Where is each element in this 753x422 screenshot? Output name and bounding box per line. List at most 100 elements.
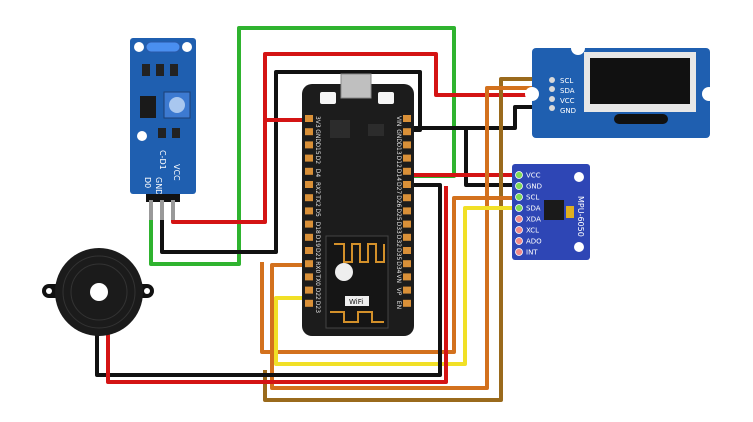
wifi-logo-box: [345, 296, 369, 306]
esp32-pin: [305, 141, 313, 149]
sensor-pin: [149, 200, 153, 220]
esp32-pin: [403, 128, 411, 136]
comparator-chip: [140, 96, 156, 118]
esp32-pin: [305, 154, 313, 162]
mpu-model-label: MPU-6050: [576, 196, 585, 237]
esp32-pin-label: D33: [395, 222, 402, 234]
sensor-pin-label-vcc: VCC: [172, 164, 181, 181]
esp32-pin: [403, 233, 411, 241]
sensor-pin: [171, 200, 175, 220]
esp32-pin-label: D12: [395, 156, 402, 168]
esp32-pin: [305, 181, 313, 188]
buzzer-mount-hole: [46, 288, 52, 294]
esp32-pin: [403, 260, 411, 268]
esp32-pin-label: 3V3: [314, 116, 321, 128]
esp32-pin-label: TX2: [314, 194, 321, 207]
esp32-pin: [305, 247, 313, 254]
wire-black-oled-gnd: [410, 105, 552, 130]
wires: [95, 26, 552, 402]
esp32-pin-label: D4: [314, 169, 321, 178]
mpu-crystal: [566, 206, 574, 218]
mpu-pin-pad: [515, 248, 523, 256]
esp32-pin-label: D21: [314, 248, 321, 260]
mpu-pin-label: SDA: [526, 205, 541, 213]
esp32-pin-label: RX0: [314, 261, 321, 273]
sensor-pin: [160, 200, 164, 220]
esp32-pin-label: GND: [314, 129, 321, 143]
mpu-pin-label: ADO: [526, 238, 542, 246]
esp32-pin: [305, 260, 313, 268]
esp32-pin: [403, 167, 411, 175]
esp32-pin: [403, 154, 411, 162]
wire-red-buzzer: [106, 186, 448, 384]
mpu-pin-label: INT: [526, 249, 538, 257]
sensor-hole-right: [182, 42, 192, 52]
mpu-hole: [574, 242, 584, 252]
oled-hole: [525, 87, 539, 101]
potentiometer-knob: [169, 97, 185, 113]
esp32-pin-label: D23: [314, 301, 321, 313]
mpu-pin-pad: [515, 237, 523, 245]
esp32-pin-label: TX0: [314, 273, 321, 286]
esp32-pin-label: D2: [314, 156, 321, 165]
esp32-pin: [403, 207, 411, 215]
esp32-pin-label: D13: [395, 142, 402, 154]
mpu-hole: [574, 172, 584, 182]
esp32-pin: [403, 220, 411, 228]
antenna-trace: [334, 243, 385, 263]
vibration-sensor-module: C-D1 D0 GND VCC: [130, 38, 196, 220]
esp32-pin-label: D18: [314, 222, 321, 234]
esp32-pin: [305, 273, 313, 281]
esp32-pin-label: RX2: [314, 182, 321, 194]
esp32-pin: [403, 141, 411, 149]
oled-pin-pad: [549, 105, 555, 111]
esp32-pin: [305, 167, 313, 175]
esp32-pin: [305, 194, 313, 202]
esp32-pin-label: D26: [395, 195, 402, 207]
esp32-pin: [305, 299, 313, 307]
esp32-pin: [403, 181, 411, 188]
esp32-pin: [305, 128, 313, 136]
oled-pin-vcc: VCC: [560, 97, 575, 105]
esp32-pin: [305, 233, 313, 241]
esp32-left-header: 3V3GNDD15D2D4RX2TX2D5D18D19D21RX0TX0D22D…: [305, 115, 321, 313]
esp32-pin-label: D27: [395, 182, 402, 194]
oled-display: SCL SDA VCC GND: [525, 41, 716, 138]
sensor-hole-left: [134, 42, 144, 52]
esp32-pin-label: D19: [314, 235, 321, 247]
esp32-pin-label: D15: [314, 142, 321, 154]
buzzer-ring: [70, 263, 128, 321]
vibration-switch: [145, 41, 181, 53]
buzzer: [42, 248, 154, 336]
usb-port: [340, 73, 372, 99]
boot-button: [320, 92, 336, 104]
espressif-logo: [335, 263, 353, 281]
oled-pin-pad: [549, 86, 555, 92]
oled-ribbon: [614, 114, 668, 124]
mpu-pin-pad: [515, 193, 523, 201]
esp32-pin: [305, 220, 313, 228]
esp32-pin-label: VN: [395, 274, 402, 283]
esp32-pin: [305, 207, 313, 215]
esp32-pin: [403, 115, 411, 122]
esp32-pin-label: VIN: [395, 116, 402, 126]
oled-pin-scl: SCL: [560, 77, 573, 85]
mpu-pin-label: VCC: [526, 172, 541, 180]
mpu-pin-pad: [515, 215, 523, 223]
smd-part: [156, 64, 164, 76]
wifi-logo-label: WiFi: [349, 298, 363, 306]
en-button: [378, 92, 394, 104]
esp32-pin: [403, 299, 411, 307]
mpu-pin-label: XCL: [526, 227, 539, 235]
esp32-pin-label: D5: [314, 208, 321, 217]
sensor-header: [146, 194, 180, 202]
wire-orange-oled-sda: [270, 86, 552, 390]
esp32-pin-label: D35: [395, 248, 402, 260]
wire-yellow-mpu-sda: [274, 206, 518, 366]
sensor-model-label: C-D1: [158, 150, 167, 170]
oled-pin-gnd: GND: [560, 107, 576, 115]
wire-brown-oled-scl: [263, 77, 552, 402]
